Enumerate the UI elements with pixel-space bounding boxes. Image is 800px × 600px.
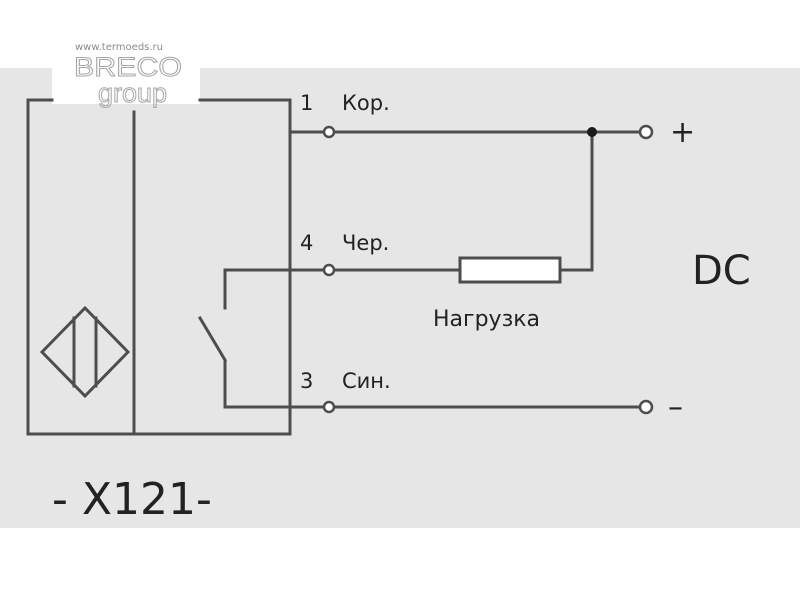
terminal-3-node (322, 400, 336, 414)
terminal-3-wire-label: Син. (342, 369, 391, 393)
switch-contact-icon (197, 315, 228, 363)
terminal-4-wire-label: Чер. (342, 231, 389, 255)
terminal-1-number: 1 (300, 91, 313, 115)
positive-sign: + (670, 115, 695, 150)
load-resistor-icon (458, 256, 562, 284)
switch-upper-wire (223, 268, 327, 310)
inductive-sensor-icon (39, 305, 131, 399)
terminal-4-node (322, 263, 336, 277)
junction-dot (587, 127, 597, 137)
sensor-body (26, 98, 292, 436)
watermark-url: www.termoeds.ru (75, 42, 163, 53)
load-label: Нагрузка (433, 307, 540, 332)
switch-lower-wire (223, 360, 327, 409)
negative-sign: – (668, 390, 683, 425)
terminal-1-node (322, 125, 336, 139)
negative-supply-node (638, 399, 654, 415)
terminal-3-number: 3 (300, 369, 313, 393)
terminal-4-number: 4 (300, 231, 313, 255)
sensor-model-label: - X121- (52, 474, 212, 525)
terminal-1-wire-label: Кор. (342, 91, 390, 115)
logo-bottom-text: group (98, 78, 167, 108)
watermark-area (52, 34, 200, 104)
logo-top-text: BRECO (74, 52, 182, 82)
supply-type-label: DC (692, 248, 751, 294)
positive-supply-node (638, 124, 654, 140)
